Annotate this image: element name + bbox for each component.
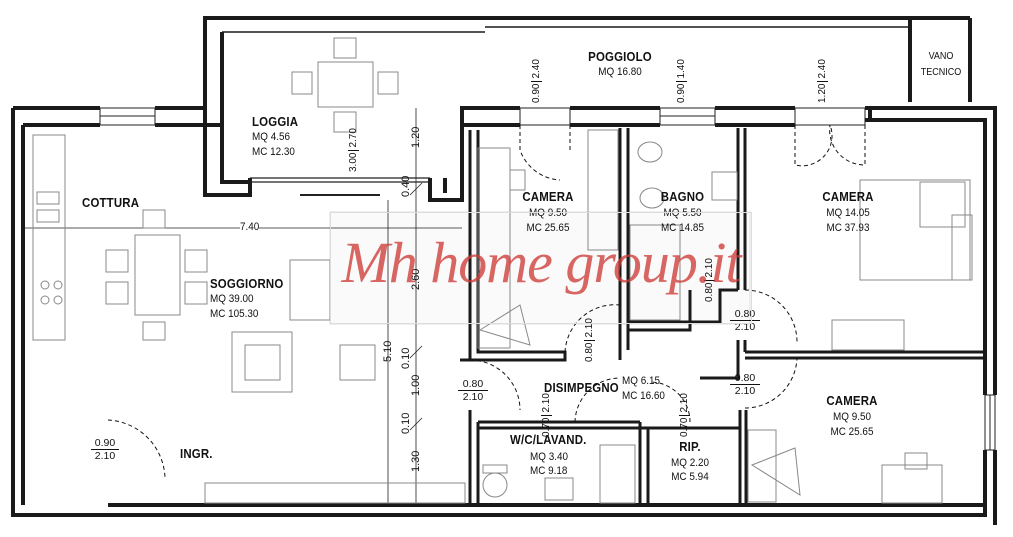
room-area-camera-2: MQ 14.05	[826, 207, 870, 219]
vano-tecnico-line2: TECNICO	[920, 67, 962, 78]
door-wc-dim: 0.702.10	[540, 393, 552, 437]
room-name-camera-1: CAMERA	[522, 189, 574, 204]
door-swings	[107, 124, 866, 479]
window-camera1-dim: 0.902.40	[530, 59, 542, 103]
dim-7-40: 7.40	[240, 221, 260, 234]
room-name-loggia: LOGGIA	[252, 114, 299, 129]
room-volume-rip: MC 5.94	[671, 471, 709, 483]
room-volume-camera-3: MC 25.65	[830, 426, 874, 438]
room-name-cottura: COTTURA	[82, 195, 140, 210]
windows	[99, 107, 996, 451]
room-name-wc-lavand: W/C/LAVAND.	[510, 432, 587, 447]
room-volume-camera-1: MC 25.65	[526, 222, 570, 234]
watermark-text: Mh home group.it	[341, 230, 741, 295]
room-name-camera-3: CAMERA	[826, 393, 878, 408]
room-volume-wc-lavand: MC 9.18	[530, 465, 568, 477]
room-area-wc-lavand: MQ 3.40	[530, 451, 568, 463]
room-volume-soggiorno: MC 105.30	[210, 308, 259, 320]
room-name-soggiorno: SOGGIORNO	[210, 276, 284, 291]
room-area-poggiolo: MQ 16.80	[598, 66, 642, 78]
loggia-window-dim: 3.002.70	[347, 128, 359, 172]
room-area-camera-1: MQ 9.50	[529, 207, 567, 219]
window-camera2-dim: 1.202.40	[816, 59, 828, 103]
dim-1-30: 1.30	[410, 450, 422, 472]
dim-0-10-a: 0.10	[400, 347, 412, 369]
room-name-ingr: INGR.	[180, 446, 213, 461]
room-area-disimpegno: MQ 6.15	[622, 375, 660, 387]
dim-0-40: 0.40	[400, 175, 412, 197]
room-area-camera-3: MQ 9.50	[833, 411, 871, 423]
room-area-loggia: MQ 4.56	[252, 131, 290, 143]
walls	[11, 16, 997, 525]
room-volume-bagno: MC 14.85	[661, 222, 704, 234]
window-bagno-dim: 0.901.40	[675, 59, 687, 103]
room-name-camera-2: CAMERA	[822, 189, 874, 204]
vano-tecnico-line1: VANO	[928, 51, 954, 62]
room-volume-disimpegno: MC 16.60	[622, 390, 665, 402]
room-name-disimpegno: DISIMPEGNO	[544, 380, 619, 395]
room-area-soggiorno: MQ 39.00	[210, 293, 254, 305]
door-rip-dim: 0.702.10	[678, 393, 690, 437]
furniture	[32, 37, 973, 504]
dim-5-10: 5.10	[382, 340, 394, 362]
room-volume-camera-2: MC 37.93	[826, 222, 870, 234]
room-volume-loggia: MC 12.30	[252, 146, 295, 158]
room-name-rip: RIP.	[679, 439, 701, 454]
room-area-rip: MQ 2.20	[671, 457, 709, 469]
room-name-bagno: BAGNO	[660, 189, 705, 204]
dim-0-10-b: 0.10	[400, 412, 412, 434]
door-camera1-dim: 0.802.10	[583, 318, 595, 362]
dim-1-20: 1.20	[410, 126, 422, 148]
room-name-poggiolo: POGGIOLO	[588, 49, 652, 64]
dim-1-00: 1.00	[410, 374, 422, 396]
room-area-bagno: MQ 5.50	[663, 207, 702, 219]
watermark-logo: Mh home group.it	[330, 212, 752, 324]
